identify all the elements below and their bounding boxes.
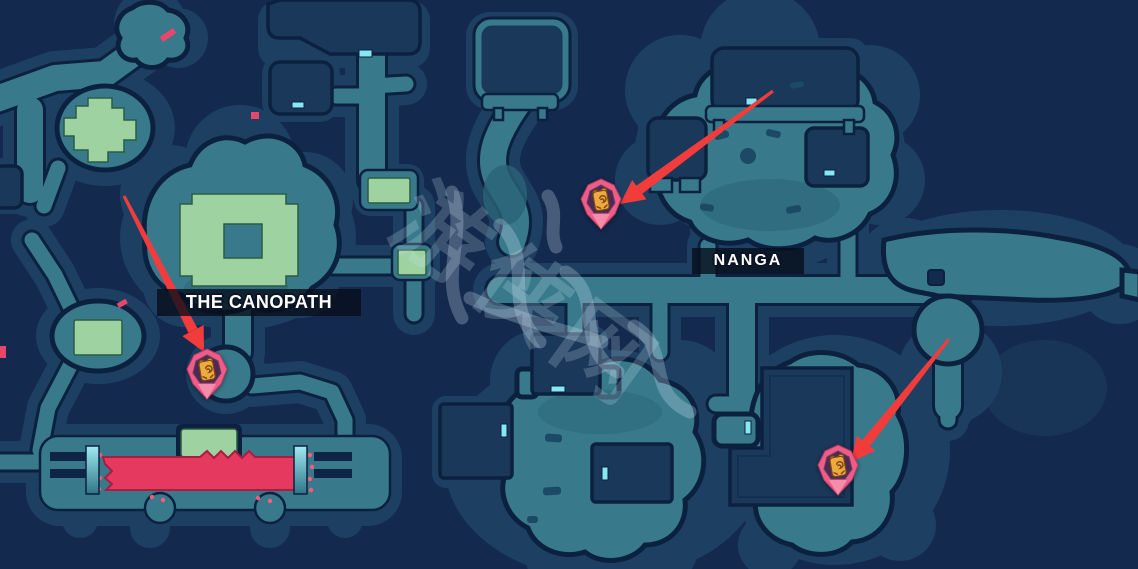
annotation-arrow-2: [620, 89, 774, 204]
tablet-pin-marker[interactable]: [579, 178, 623, 230]
gate-energy-bar: [85, 445, 100, 495]
map-decor-dashes: [527, 81, 804, 523]
gate-slots: [50, 452, 352, 478]
pin-point: [829, 480, 847, 495]
tablet-pin-marker[interactable]: [816, 444, 860, 496]
gate-energy-bar: [293, 445, 308, 495]
door-markers: [0, 27, 836, 481]
area-label-nanga: NANGA: [692, 248, 804, 274]
pin-point: [592, 214, 610, 229]
tablet-icon: [829, 453, 847, 478]
hazard-corridor: [38, 424, 392, 525]
tablet-pin-marker[interactable]: [185, 348, 229, 400]
watermark-strokes: [445, 185, 697, 419]
lava-bar: [101, 449, 305, 491]
tablet-icon: [198, 357, 216, 382]
pin-point: [198, 384, 216, 399]
annotation-arrow-3: [851, 338, 951, 462]
area-label-canopath: THE CANOPATH: [157, 289, 361, 316]
foliage-patches: [63, 97, 427, 356]
tablet-icon: [592, 187, 610, 212]
